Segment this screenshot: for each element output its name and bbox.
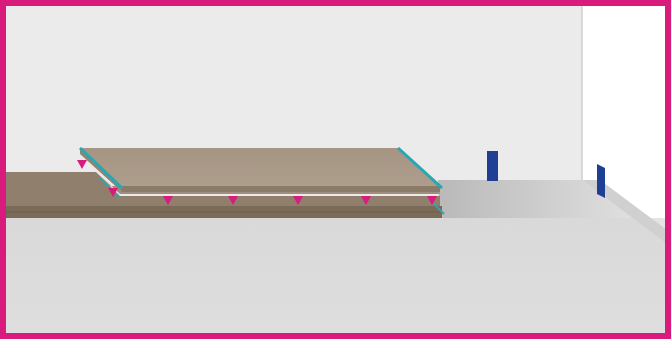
tongue-edge-left xyxy=(78,146,124,190)
laid-floorboard-top xyxy=(4,172,440,212)
raised-board-front xyxy=(122,186,440,192)
press-markers xyxy=(77,160,437,205)
spacer-block-icon xyxy=(487,151,498,181)
triangle-down-icon xyxy=(228,196,238,205)
floor xyxy=(4,218,667,335)
triangle-down-icon xyxy=(361,196,371,205)
triangle-down-icon xyxy=(293,196,303,205)
triangle-down-icon xyxy=(77,160,87,169)
tongue-edge-right xyxy=(396,146,444,190)
triangle-down-icon xyxy=(427,196,437,205)
existing-floor-strip xyxy=(438,180,667,244)
raised-board-top xyxy=(80,148,440,186)
triangle-down-icon xyxy=(163,196,173,205)
spacer-block-icon xyxy=(597,164,605,198)
triangle-down-icon xyxy=(108,188,118,197)
